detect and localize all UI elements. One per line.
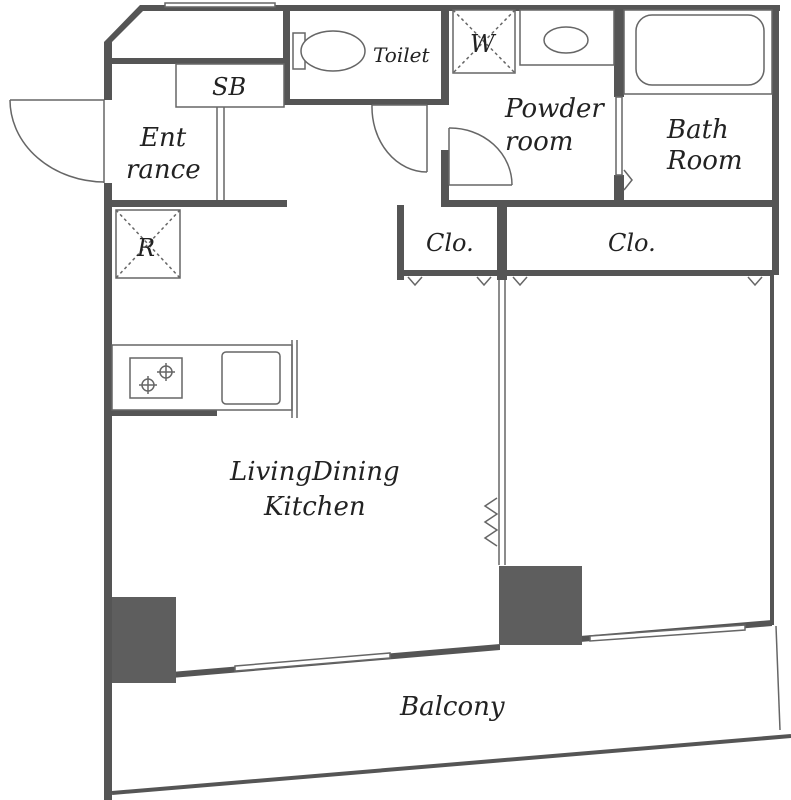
label-shoe-box: SB [212, 73, 246, 101]
label-balcony: Balcony [399, 692, 505, 722]
window-ldk [234, 652, 391, 672]
label-washer: W [470, 30, 497, 58]
windows [164, 2, 746, 672]
toilet-bowl [292, 30, 366, 72]
shoe-box [175, 63, 285, 108]
label-closet-left: Clo. [426, 229, 474, 257]
label-entrance-line1: Ent [139, 123, 187, 153]
entrance-door [9, 99, 105, 183]
kitchen-counter [111, 340, 298, 418]
structural-columns [112, 566, 582, 683]
label-toilet: Toilet [373, 43, 430, 67]
label-fridge: R [136, 234, 155, 262]
wash-basin [519, 9, 615, 66]
room-labels: Toilet W Powder room Bath Room SB Ent ra… [126, 30, 743, 722]
fixtures [111, 9, 773, 418]
label-powder-line1: Powder [504, 94, 605, 124]
label-bath-line1: Bath [666, 115, 729, 145]
stove-icon [129, 357, 183, 399]
partition-slider-marks [483, 497, 499, 547]
washer-space [452, 9, 516, 74]
kitchen-sink [221, 351, 281, 405]
label-bath-line2: Room [666, 146, 743, 176]
label-ldk-line2: Kitchen [263, 492, 366, 522]
label-entrance-line2: rance [126, 155, 201, 185]
powder-door [448, 127, 513, 186]
column-center [499, 566, 582, 645]
label-ldk-line1: LivingDining [229, 457, 400, 487]
window-bedroom [589, 624, 746, 642]
fridge-space [115, 209, 181, 279]
doors [9, 96, 763, 547]
bath-door [615, 96, 633, 191]
column-left [112, 597, 176, 683]
window-top [164, 2, 276, 8]
label-closet-right: Clo. [608, 229, 656, 257]
toilet-door [371, 104, 428, 173]
label-powder-line2: room [505, 127, 573, 157]
bathtub [623, 9, 773, 95]
interior-walls [112, 5, 779, 565]
